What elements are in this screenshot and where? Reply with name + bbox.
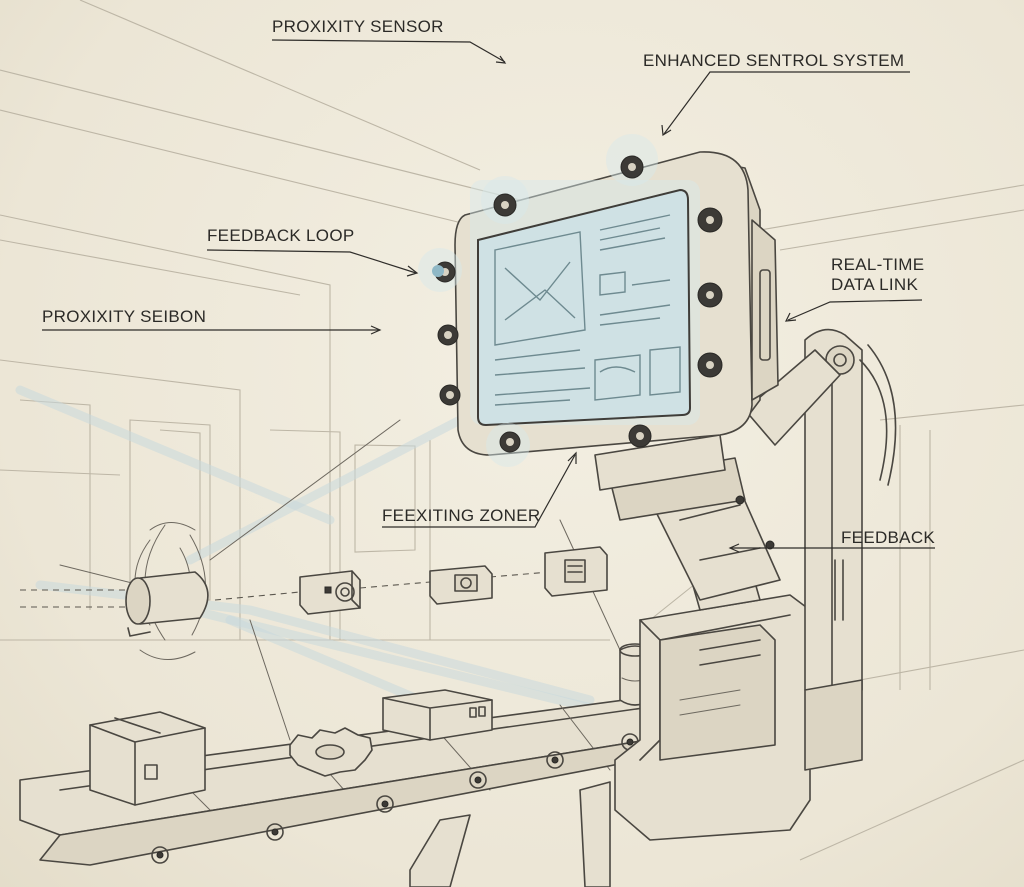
label-feedback-loop: FEEDBACK LOOP: [207, 226, 355, 245]
label-feedback: FEEDBACK: [841, 528, 936, 547]
leader-lines: [42, 39, 935, 553]
control-panel-bolts: [418, 134, 723, 467]
cardboard-box-small: [382, 689, 493, 741]
label-feexiting-zoner: FEEXITING ZONER: [382, 506, 541, 525]
label-real-time-data-link: REAL-TIME DATA LINK: [831, 255, 925, 294]
cardboard-box-large: [89, 711, 206, 806]
label-proximity-seibon: PROXIXITY SEIBON: [42, 307, 207, 326]
background-walls: [0, 0, 1024, 861]
sensor-module-2: [429, 565, 493, 605]
sensor-module-3: [544, 546, 608, 597]
label-proximity-sensor: PROXIXITY SENSOR: [272, 17, 444, 36]
label-enhanced-sentrol-system: ENHANCED SENTROL SYSTEM: [643, 51, 905, 70]
proximity-sensor-cylinder: [125, 522, 209, 660]
robot-base: [614, 564, 811, 841]
gear: [289, 727, 373, 777]
signal-beams: [15, 385, 645, 741]
sensor-module-1: [299, 570, 361, 615]
robot-arm-linkage: [594, 349, 841, 601]
control-panel-screen: [470, 180, 700, 427]
